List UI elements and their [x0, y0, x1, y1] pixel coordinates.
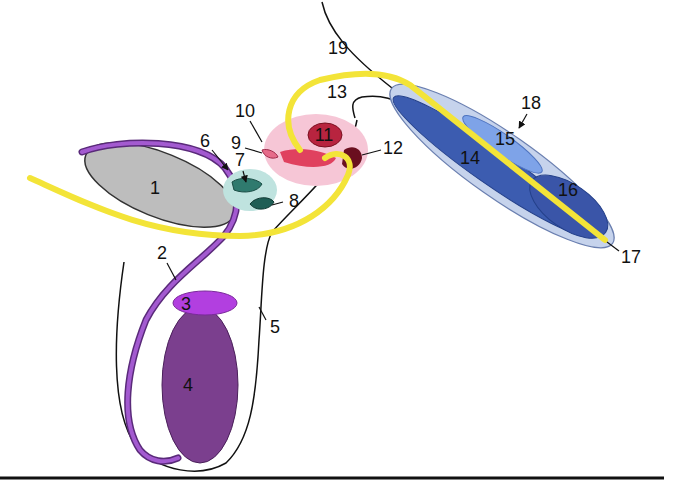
- corpus-shape: [457, 109, 547, 180]
- urethra: [288, 74, 605, 240]
- ejaculatory-duct: [250, 198, 274, 209]
- seminal-vesicle: [232, 178, 262, 192]
- callout-number: 19: [328, 39, 348, 57]
- callout-number: 5: [270, 318, 280, 336]
- duct-shape: [262, 149, 278, 158]
- leader-arrow: [243, 171, 246, 182]
- leader-line: [250, 121, 262, 142]
- callout-number: 9: [231, 134, 241, 152]
- callout-number: 2: [157, 244, 167, 262]
- baseline-rule: [0, 477, 664, 480]
- callout-number: 7: [235, 151, 245, 169]
- testis-shape: [162, 307, 238, 463]
- callout-number: 3: [181, 295, 191, 313]
- callout-number: 6: [200, 132, 210, 150]
- prostate-halo: [264, 114, 368, 186]
- callout-number: 16: [558, 181, 578, 199]
- leader-line: [362, 150, 381, 155]
- leader-arrow: [212, 150, 228, 170]
- epididymis-shape: [173, 291, 237, 315]
- callout-number: 14: [460, 149, 480, 167]
- leader-line: [272, 202, 283, 205]
- vas-deferens: [82, 143, 237, 461]
- callout-number: 18: [521, 94, 541, 112]
- gland-shape: [308, 123, 342, 147]
- callout-number: 17: [621, 248, 641, 266]
- seminal-halo: [223, 169, 277, 211]
- leader-line: [607, 242, 619, 251]
- urethra: [30, 154, 350, 236]
- callout-number: 1: [150, 179, 160, 197]
- callout-number: 4: [183, 376, 193, 394]
- leader-line: [259, 307, 266, 320]
- leader-line: [245, 148, 262, 153]
- callout-number: 10: [235, 102, 255, 120]
- vas-deferens: [82, 143, 237, 461]
- callout-number: 13: [327, 83, 347, 101]
- leader-line: [167, 263, 176, 280]
- callout-number: 15: [495, 130, 515, 148]
- leader-arrow: [519, 114, 527, 128]
- callout-number: 8: [289, 192, 299, 210]
- callout-number: 11: [315, 126, 334, 144]
- callout-number: 12: [383, 139, 403, 157]
- penis-outline: [373, 62, 631, 269]
